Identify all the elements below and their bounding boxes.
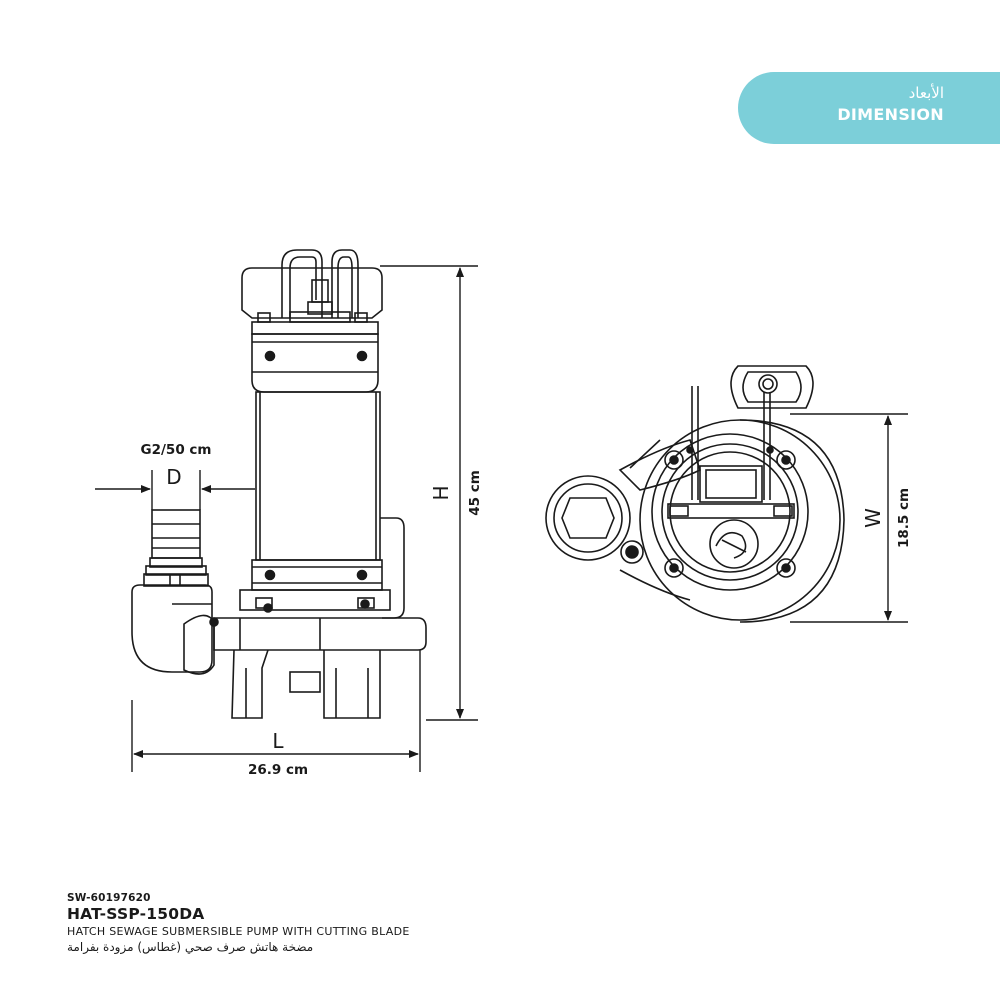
section-title: DIMENSION (837, 105, 944, 124)
product-model: HAT-SSP-150DA (67, 904, 205, 923)
dimension-w-label: W (861, 508, 885, 528)
pump-top-view (545, 365, 845, 623)
dimension-h-label: H (429, 485, 453, 500)
dimension-l (131, 650, 421, 772)
product-description: HATCH SEWAGE SUBMERSIBLE PUMP WITH CUTTI… (67, 925, 410, 938)
product-description-arabic: مضخة هاتش صرف صحي (غطاس) مزودة بفرامة (67, 940, 314, 954)
dimension-d-value: G2/50 cm (141, 442, 212, 458)
dimension-d (95, 470, 255, 510)
dimension-w-value: 18.5 cm (896, 488, 912, 548)
pump-front-view (131, 249, 427, 719)
dimension-l-label: L (272, 729, 284, 753)
section-tab: الأبعاد DIMENSION (738, 72, 1000, 144)
section-title-arabic: الأبعاد (908, 84, 944, 102)
dimension-d-label: D (166, 465, 181, 489)
dimension-h (380, 265, 478, 721)
product-info: SW-60197620 HAT-SSP-150DA HATCH SEWAGE S… (67, 893, 410, 953)
dimension-h-value: 45 cm (467, 470, 483, 516)
dimension-w (790, 413, 908, 623)
dimension-l-value: 26.9 cm (248, 762, 308, 778)
product-sku: SW-60197620 (67, 892, 151, 904)
